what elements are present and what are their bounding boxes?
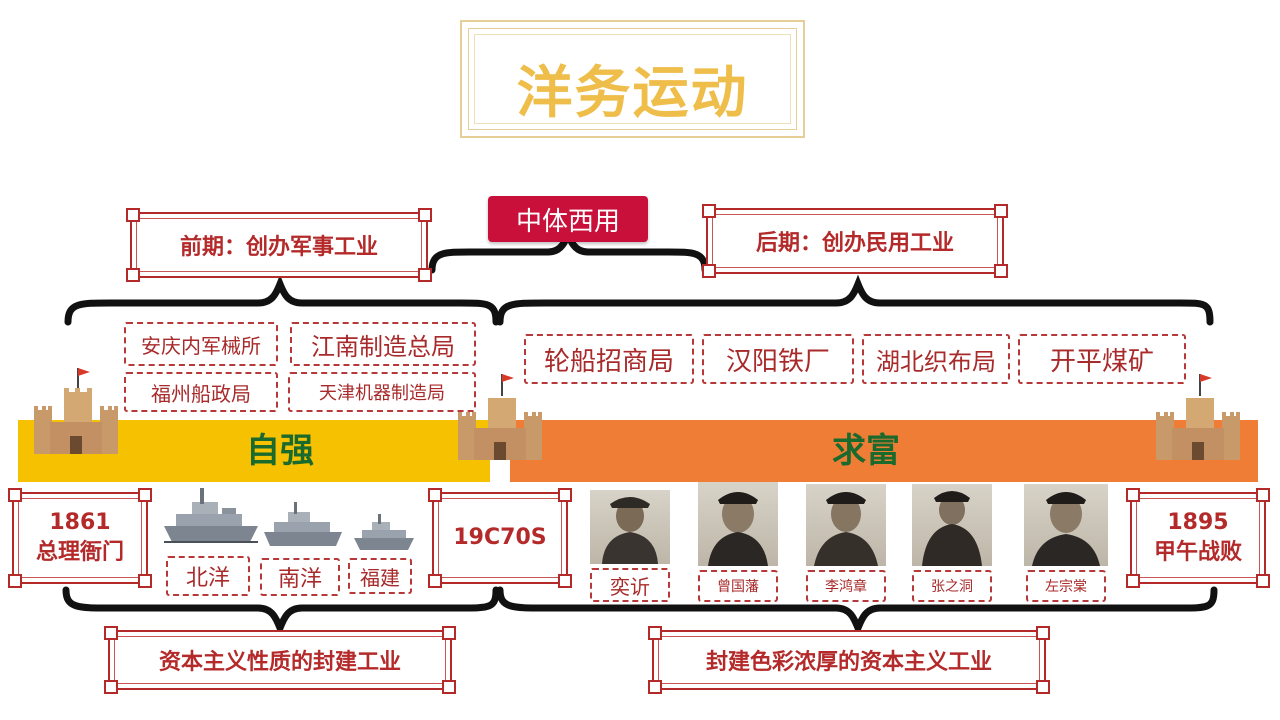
- middle-year: 19C70S: [453, 525, 547, 550]
- late-phase-label: 后期：创办民用工业: [755, 231, 954, 256]
- castle-icon: [458, 374, 542, 460]
- portrait-photo: [806, 484, 886, 566]
- wealth-bar: 求富: [510, 420, 1258, 482]
- left-conclusion-frame: 资本主义性质的封建工业: [104, 626, 456, 694]
- left-upper-brace: [64, 274, 500, 326]
- center-badge: 中体西用: [488, 196, 648, 242]
- figure-name: 曾国藩: [698, 570, 778, 602]
- bar-label-left: 自强: [246, 431, 314, 471]
- warship-icon: [264, 502, 342, 546]
- castle-icon: [34, 368, 118, 454]
- portrait-photo: [1024, 484, 1108, 566]
- fleet-stamp: 南洋: [260, 558, 340, 596]
- fleet-stamp: 福建: [348, 558, 412, 594]
- end-year: 1895: [1167, 510, 1229, 535]
- year-box-end: 1895 甲午战败: [1126, 488, 1270, 588]
- portrait-photo: [590, 490, 670, 564]
- year-box-middle: 19C70S: [428, 488, 572, 588]
- early-phase-frame: 前期：创办军事工业: [126, 208, 432, 282]
- right-lower-brace: [496, 586, 1218, 638]
- industry-stamp: 开平煤矿: [1018, 334, 1186, 384]
- year-box-start: 1861 总理衙门: [8, 488, 152, 588]
- industry-stamp: 天津机器制造局: [288, 372, 476, 412]
- industry-stamp: 轮船招商局: [524, 334, 694, 384]
- industry-stamp: 汉阳铁厂: [702, 334, 854, 384]
- page-title: 洋务运动: [516, 61, 749, 126]
- bar-label-right: 求富: [832, 431, 900, 471]
- right-conclusion-frame: 封建色彩浓厚的资本主义工业: [648, 626, 1050, 694]
- left-lower-brace: [62, 586, 500, 638]
- industry-stamp: 江南制造总局: [290, 322, 476, 366]
- early-phase-label: 前期：创办军事工业: [179, 235, 378, 260]
- left-conclusion: 资本主义性质的封建工业: [158, 650, 401, 675]
- portrait-photo: [698, 482, 778, 566]
- title-frame: 洋务运动: [460, 20, 805, 138]
- figure-name: 李鸿章: [806, 570, 886, 602]
- castle-icon: [1156, 374, 1240, 460]
- industry-stamp: 安庆内军械所: [124, 322, 278, 366]
- right-upper-brace: [496, 274, 1214, 326]
- start-year: 1861: [49, 510, 111, 535]
- fleet-stamp: 北洋: [166, 556, 250, 596]
- portrait-photo: [912, 484, 992, 566]
- right-conclusion: 封建色彩浓厚的资本主义工业: [705, 650, 992, 675]
- start-event: 总理衙门: [35, 540, 124, 565]
- figure-name: 左宗棠: [1026, 570, 1106, 602]
- figure-name: 张之洞: [912, 570, 992, 602]
- industry-stamp: 福州船政局: [124, 372, 278, 412]
- warship-icon: [354, 514, 414, 550]
- late-phase-frame: 后期：创办民用工业: [702, 204, 1008, 278]
- figure-name: 奕䜣: [590, 568, 670, 602]
- end-event: 甲午战败: [1153, 540, 1242, 565]
- warship-icon: [164, 488, 258, 543]
- industry-stamp: 湖北织布局: [862, 334, 1010, 384]
